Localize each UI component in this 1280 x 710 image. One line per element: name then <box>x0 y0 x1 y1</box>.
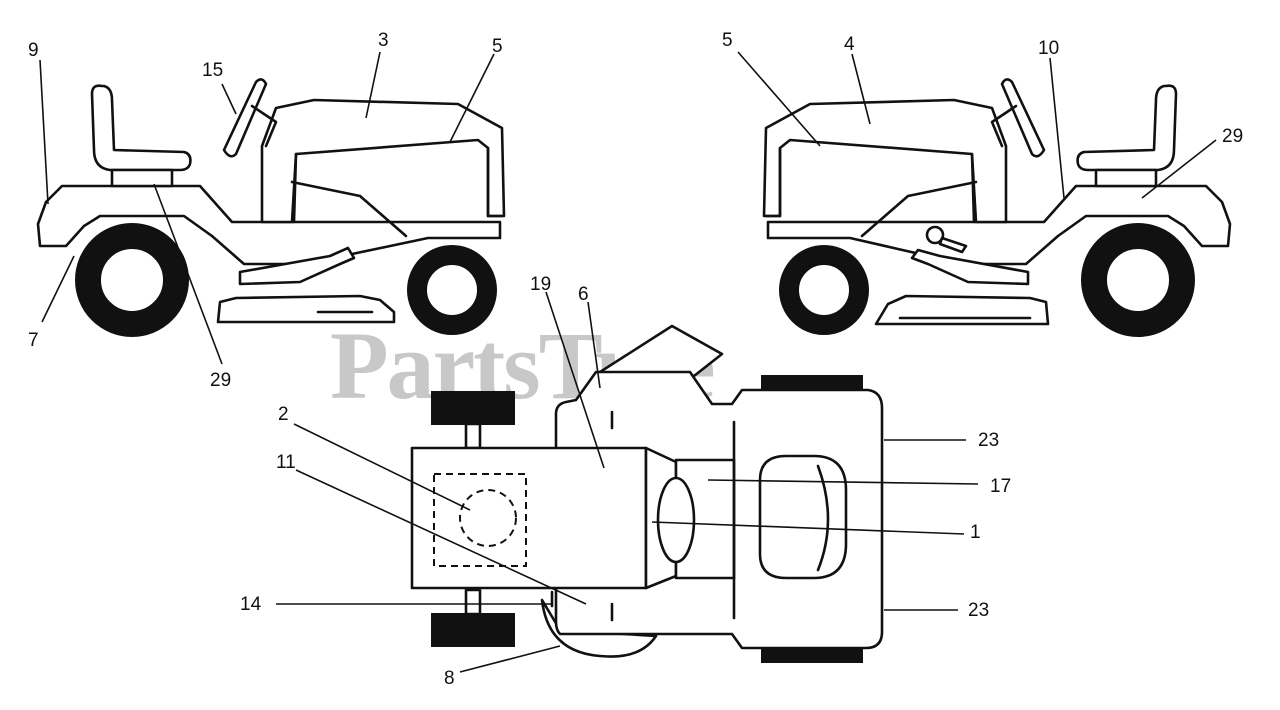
right-pedal <box>910 248 1030 286</box>
top-engine-outline <box>433 473 527 567</box>
callout-9: 9 <box>28 40 39 61</box>
callout-2: 2 <box>278 404 289 425</box>
callout-19: 19 <box>530 274 551 295</box>
callout-5-left: 5 <box>492 36 503 57</box>
callout-7: 7 <box>28 330 39 351</box>
callout-5-right: 5 <box>722 30 733 51</box>
right-hood <box>762 98 1008 224</box>
callout-6: 6 <box>578 284 589 305</box>
callout-17: 17 <box>990 476 1011 497</box>
tractor-top-view <box>410 324 884 663</box>
right-mower-deck <box>874 294 1050 326</box>
left-hood <box>260 98 506 224</box>
callout-23-lower: 23 <box>968 600 989 621</box>
top-hood <box>410 446 648 590</box>
left-seat-base <box>110 168 174 188</box>
top-steering-wheel <box>656 476 696 564</box>
tractor-left-side-view <box>36 78 506 337</box>
left-rear-fender <box>36 184 502 266</box>
callout-10: 10 <box>1038 38 1059 59</box>
right-steering-wheel <box>1000 78 1046 158</box>
left-seat <box>90 84 192 172</box>
left-mower-deck <box>216 294 396 324</box>
right-seat-base <box>1094 168 1158 188</box>
callout-23-upper: 23 <box>978 430 999 451</box>
callout-15: 15 <box>202 60 223 81</box>
top-deck-bottom <box>540 598 658 658</box>
left-steering-wheel <box>222 78 268 158</box>
callout-29-right: 29 <box>1222 126 1243 147</box>
callout-4: 4 <box>844 34 855 55</box>
callout-numbers: 9 15 3 5 7 29 5 4 10 29 19 6 2 11 14 8 2… <box>28 30 1243 689</box>
callout-1: 1 <box>970 522 981 543</box>
right-seat <box>1076 84 1178 172</box>
top-front-wheel-upper <box>431 391 515 425</box>
top-seat <box>758 454 848 580</box>
callout-29-left: 29 <box>210 370 231 391</box>
tractor-right-side-view <box>762 78 1232 337</box>
callout-3: 3 <box>378 30 389 51</box>
top-front-wheel-lower <box>431 613 515 647</box>
right-ignition-key <box>925 225 945 245</box>
left-pedal <box>238 246 356 286</box>
callout-8: 8 <box>444 668 455 689</box>
leader-lines <box>39 51 1217 673</box>
callout-11: 11 <box>276 452 296 473</box>
callout-14: 14 <box>240 594 262 615</box>
right-rear-fender <box>766 184 1232 266</box>
